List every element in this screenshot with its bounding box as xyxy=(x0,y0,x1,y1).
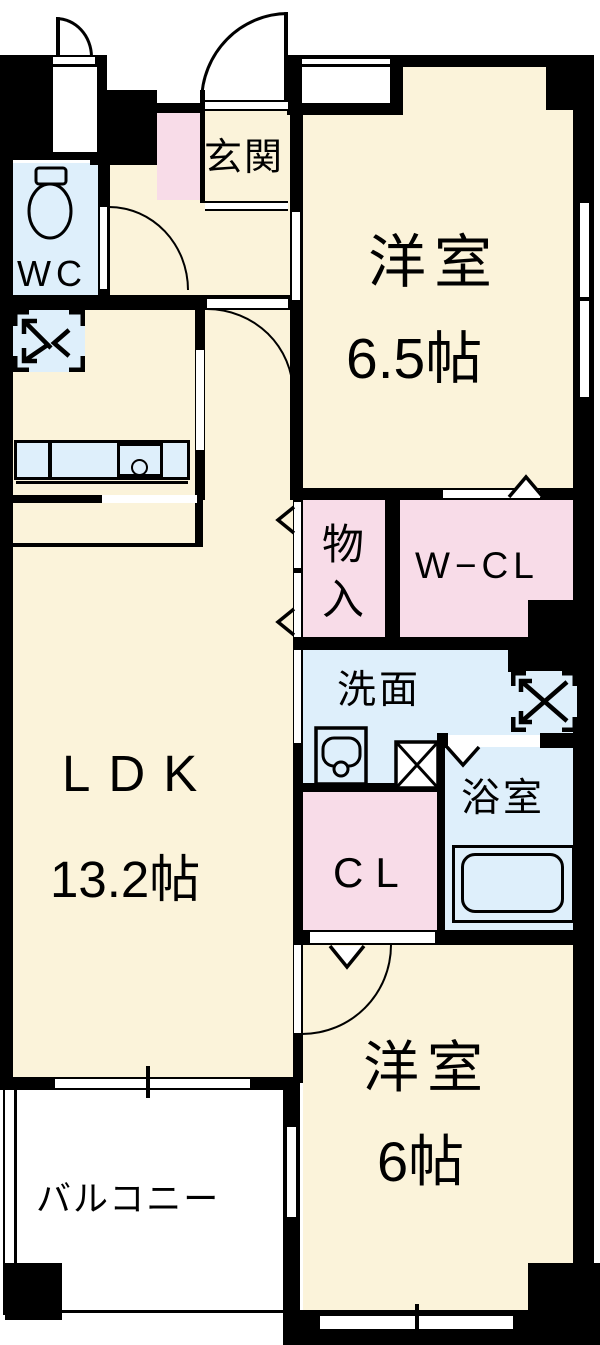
bedroom2-size: 6帖 xyxy=(377,1130,465,1193)
storage-floor xyxy=(303,500,385,637)
wall-bath-west xyxy=(437,748,445,930)
pipe-space-symbol xyxy=(511,671,577,732)
shoe-cabinet xyxy=(157,113,200,200)
bedroom2-door-opening xyxy=(294,945,301,1033)
window-frame-line xyxy=(302,64,390,67)
wall xyxy=(90,90,157,165)
balcony-rail xyxy=(3,1310,290,1313)
bathroom-door-opening xyxy=(448,736,540,746)
wcl-door-opening xyxy=(443,490,540,498)
bathtub-inner xyxy=(461,853,564,913)
balcony-label: バルコニー xyxy=(36,1180,221,1219)
wall-outer-left xyxy=(0,160,13,1088)
bathroom-label: 浴室 xyxy=(461,777,546,820)
porch-shaft xyxy=(53,67,97,152)
bedroom1-size: 6.5帖 xyxy=(346,327,483,391)
kitchen-faucet-icon xyxy=(131,459,148,476)
entry-door-swing-arc xyxy=(200,12,288,102)
closet-floor xyxy=(303,792,437,930)
closet-label: CL xyxy=(333,849,411,896)
kitchen-opening xyxy=(196,350,204,450)
wall xyxy=(540,733,573,748)
sliding-door-opening xyxy=(292,212,300,300)
porch-threshold xyxy=(53,57,95,64)
door-direction-marker xyxy=(506,473,546,499)
washroom-door-opening xyxy=(294,650,301,743)
storage-door-opening xyxy=(294,573,301,637)
kitchen-half-wall xyxy=(0,495,102,503)
wall xyxy=(508,648,577,672)
wall xyxy=(293,637,583,650)
washroom-label: 洗面 xyxy=(337,669,422,712)
window-center-tick xyxy=(573,297,594,301)
ldk-floor xyxy=(13,310,293,1083)
window-center-tick xyxy=(415,1304,419,1342)
washing-machine-icon xyxy=(394,740,440,790)
kitchen-counter-line xyxy=(195,495,203,547)
kitchen-hatch-opening xyxy=(102,495,197,503)
balcony-rail xyxy=(3,1085,5,1315)
door-direction-marker xyxy=(274,606,296,638)
kitchen-counter-divider xyxy=(48,443,52,477)
wall xyxy=(385,500,400,640)
storage-door-opening xyxy=(294,502,301,568)
window-marker xyxy=(55,1079,250,1088)
wall-bedroom1-west xyxy=(290,110,303,500)
pipe-space-symbol xyxy=(13,310,85,372)
wall xyxy=(200,90,205,203)
porch-line xyxy=(53,64,97,67)
washbasin-icon xyxy=(314,726,368,786)
storage-label: 物入 xyxy=(322,521,365,623)
wc-label: WC xyxy=(17,253,87,294)
door-direction-marker xyxy=(327,943,367,970)
kitchen-counter-line xyxy=(10,543,203,547)
wall-ldk-east xyxy=(293,500,303,1083)
hall-door-opening xyxy=(207,299,288,308)
toilet-icon xyxy=(23,163,77,243)
closet-door-opening xyxy=(310,932,435,943)
wall xyxy=(437,733,448,748)
door-direction-marker xyxy=(444,744,482,768)
bedroom1-label: 洋室 xyxy=(368,230,501,295)
door-direction-marker xyxy=(274,504,296,536)
genkan-label: 玄関 xyxy=(204,137,285,179)
bedroom2-label: 洋室 xyxy=(363,1036,491,1099)
door-swing-arc xyxy=(56,17,93,57)
ldk-label: LDK xyxy=(62,745,216,802)
balcony-rail xyxy=(14,1085,17,1315)
kitchen-counter-front-line xyxy=(16,481,188,484)
window-center-tick xyxy=(146,1066,150,1098)
wall-corner-block xyxy=(528,1263,600,1345)
genkan-hall-opening xyxy=(205,201,288,211)
wall xyxy=(303,783,445,792)
wall xyxy=(437,930,583,945)
bedroom1-floor xyxy=(303,67,575,492)
wall xyxy=(155,103,205,113)
ldk-size: 13.2帖 xyxy=(50,851,201,908)
kitchen-counter xyxy=(14,440,190,480)
wcl-label: W−CL xyxy=(415,545,539,586)
wall xyxy=(528,600,577,640)
wc-door-leaf xyxy=(98,205,109,291)
window-marker xyxy=(287,1127,296,1217)
